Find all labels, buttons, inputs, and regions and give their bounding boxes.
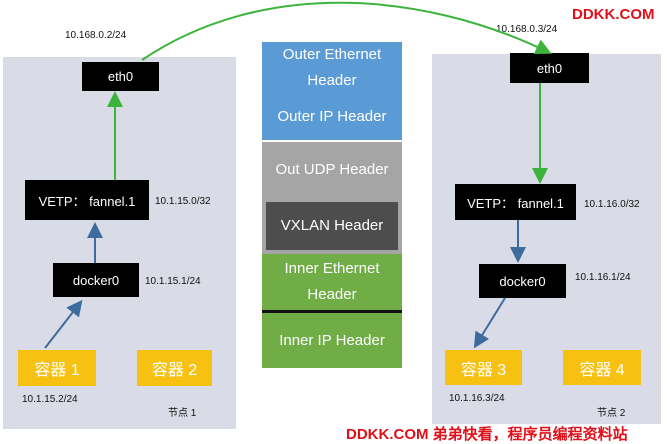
outer-ip-header: Outer IP Header	[262, 93, 402, 140]
inner-ip-header: Inner IP Header	[262, 313, 402, 368]
node1-vetp: VETP： fannel.1	[25, 180, 149, 220]
inner-ethernet-line2: Header	[307, 286, 357, 303]
node2-docker-ip: 10.1.16.1/24	[575, 272, 631, 283]
node1-container-ip: 10.1.15.2/24	[22, 394, 78, 405]
node1-docker0: docker0	[53, 263, 139, 297]
node1-label: 节点 1	[168, 408, 197, 419]
vxlan-header: VXLAN Header	[266, 202, 398, 250]
watermark-bottom: DDKK.COM 弟弟快看，程序员编程资料站	[346, 426, 628, 443]
node2-vetp-ip: 10.1.16.0/32	[584, 199, 640, 210]
node2-container-ip: 10.1.16.3/24	[449, 393, 505, 404]
node2-label: 节点 2	[597, 408, 626, 419]
watermark-top: DDKK.COM	[572, 6, 655, 23]
node1-eth-ip: 10.168.0.2/24	[65, 30, 127, 41]
inner-ethernet-header: Inner Ethernet Header	[262, 254, 402, 310]
node2-container-4: 容器 4	[563, 350, 641, 385]
inner-ethernet-line1: Inner Ethernet	[284, 260, 380, 277]
node1-container-2: 容器 2	[137, 350, 212, 386]
node2-container-3: 容器 3	[445, 350, 522, 385]
inner-divider	[262, 310, 402, 313]
packet-header-stack: Outer Ethernet Header Outer IP Header Ou…	[262, 42, 402, 368]
outer-ethernet-line1: Outer Ethernet	[282, 45, 382, 63]
node2-vetp: VETP： fannel.1	[455, 184, 576, 220]
node1-vetp-ip: 10.1.15.0/32	[155, 196, 211, 207]
udp-header: Out UDP Header	[262, 142, 402, 198]
node2-eth-ip: 10.168.0.3/24	[496, 24, 558, 35]
outer-ethernet-header: Outer Ethernet Header	[262, 42, 402, 93]
vxlan-header-frame: VXLAN Header	[262, 198, 402, 254]
node1-container-1: 容器 1	[18, 350, 96, 386]
node2-eth0: eth0	[510, 53, 589, 83]
node1-docker-ip: 10.1.15.1/24	[145, 276, 201, 287]
node2-docker0: docker0	[479, 264, 566, 298]
outer-ethernet-line2: Header	[307, 71, 357, 89]
node1-eth0: eth0	[82, 62, 159, 91]
